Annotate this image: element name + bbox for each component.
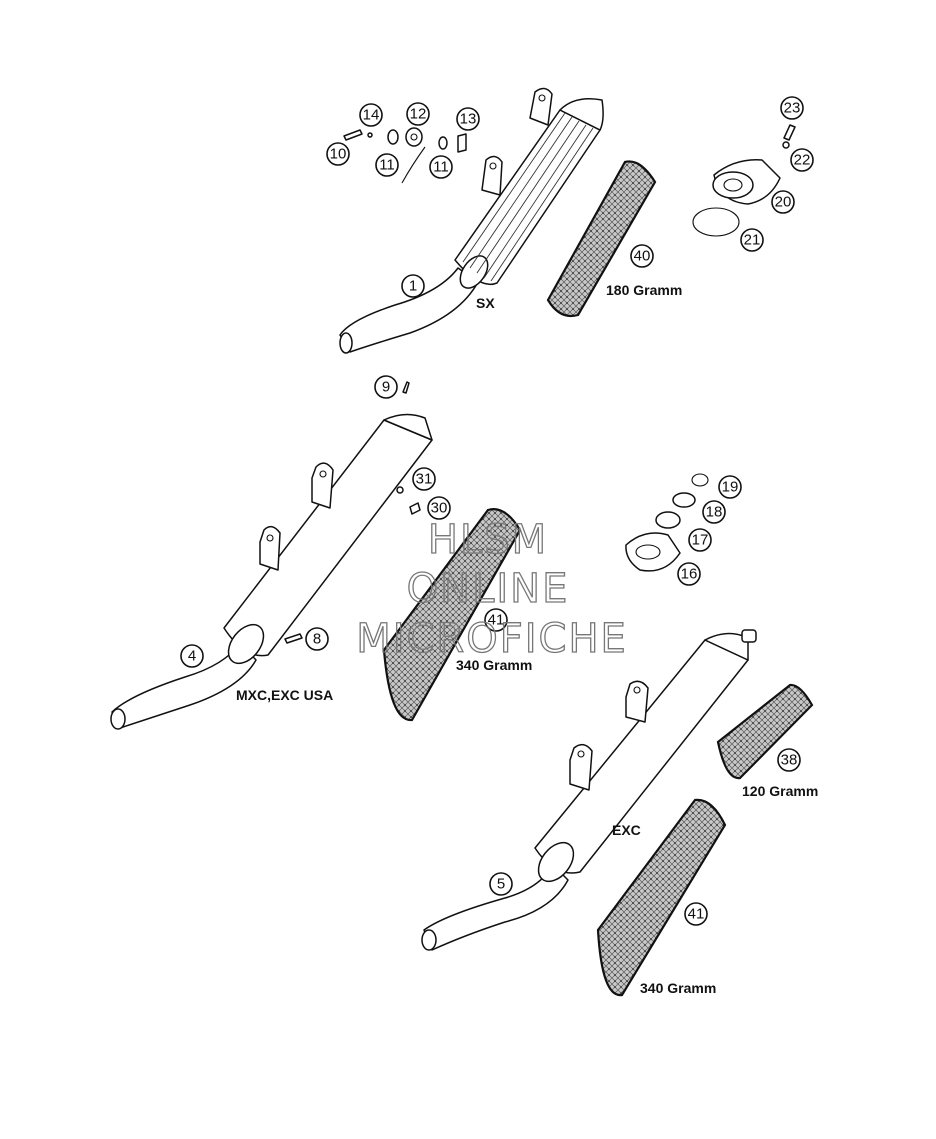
- sx-silencer: [339, 87, 604, 354]
- label-340-gramm-a: 340 Gramm: [456, 657, 532, 673]
- svg-text:1: 1: [409, 278, 417, 295]
- svg-text:16: 16: [681, 566, 698, 583]
- packing-wool-38: [716, 683, 814, 780]
- svg-text:MICROFICHE: MICROFICHE: [356, 616, 628, 662]
- callout-40: 40: [630, 244, 654, 268]
- callout-30: 30: [427, 496, 451, 520]
- svg-text:4: 4: [188, 648, 196, 665]
- svg-text:41: 41: [488, 612, 505, 629]
- mxc-exc-usa-silencer: [110, 381, 433, 730]
- label-180-gramm: 180 Gramm: [606, 282, 682, 298]
- callout-31: 31: [412, 467, 436, 491]
- svg-text:HLSM: HLSM: [428, 517, 548, 563]
- svg-text:19: 19: [722, 479, 739, 496]
- svg-text:23: 23: [784, 100, 801, 117]
- callout-18: 18: [702, 500, 726, 524]
- callout-14: 14: [359, 103, 383, 127]
- svg-text:17: 17: [692, 532, 709, 549]
- packing-wool-41-mxc: [382, 508, 522, 722]
- sx-mounting-hardware: [343, 127, 467, 184]
- callout-41a: 41: [484, 608, 508, 632]
- callout-5: 5: [489, 872, 513, 896]
- callout-10: 10: [326, 142, 350, 166]
- callout-9: 9: [374, 375, 398, 399]
- svg-text:18: 18: [706, 504, 723, 521]
- svg-text:9: 9: [382, 379, 390, 396]
- callout-13: 13: [456, 107, 480, 131]
- svg-text:5: 5: [497, 876, 505, 893]
- svg-text:14: 14: [363, 107, 380, 124]
- svg-text:13: 13: [460, 111, 477, 128]
- label-340-gramm-b: 340 Gramm: [640, 980, 716, 996]
- callout-20: 20: [771, 190, 795, 214]
- svg-text:30: 30: [431, 500, 448, 517]
- svg-text:31: 31: [416, 471, 433, 488]
- callout-22: 22: [790, 148, 814, 172]
- packing-wool-40: [546, 160, 657, 318]
- sx-end-cap-assembly: [692, 124, 796, 237]
- callout-23: 23: [780, 96, 804, 120]
- label-mxc-exc-usa: MXC,EXC USA: [236, 687, 333, 703]
- callout-17: 17: [688, 528, 712, 552]
- svg-text:38: 38: [781, 752, 798, 769]
- svg-text:22: 22: [794, 152, 811, 169]
- callout-11a: 11: [375, 153, 399, 177]
- svg-text:40: 40: [634, 248, 651, 265]
- exc-insert-parts: [625, 473, 709, 572]
- label-sx: SX: [476, 295, 495, 311]
- callout-1: 1: [401, 274, 425, 298]
- packing-wool-41-exc: [596, 798, 727, 997]
- svg-text:20: 20: [775, 194, 792, 211]
- callout-21: 21: [740, 228, 764, 252]
- callout-16: 16: [677, 562, 701, 586]
- svg-text:21: 21: [744, 232, 761, 249]
- callout-11b: 11: [429, 155, 453, 179]
- callout-4: 4: [180, 644, 204, 668]
- svg-text:11: 11: [379, 157, 395, 174]
- exc-silencer: [421, 629, 757, 951]
- svg-text:ONLINE: ONLINE: [407, 566, 570, 612]
- callout-8: 8: [305, 627, 329, 651]
- callout-41b: 41: [684, 902, 708, 926]
- svg-text:8: 8: [313, 631, 321, 648]
- label-exc: EXC: [612, 822, 641, 838]
- svg-text:10: 10: [330, 146, 347, 163]
- svg-text:11: 11: [433, 159, 449, 176]
- svg-text:12: 12: [410, 106, 427, 123]
- callout-38: 38: [777, 748, 801, 772]
- label-120-gramm: 120 Gramm: [742, 783, 818, 799]
- callout-12: 12: [406, 102, 430, 126]
- callout-19: 19: [718, 475, 742, 499]
- svg-text:41: 41: [688, 906, 705, 923]
- watermark: HLSM ONLINE MICROFICHE: [356, 516, 628, 662]
